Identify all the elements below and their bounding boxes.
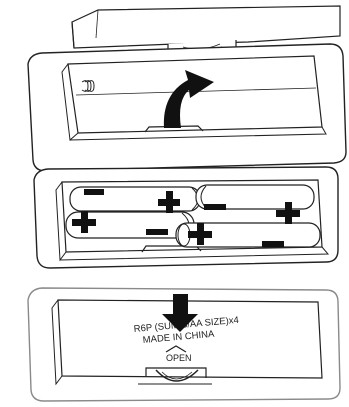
minus-icon <box>204 204 226 210</box>
step-3-cover-closed: R6P (SUM-3/AA SIZE)x4 MADE IN CHINA OPEN <box>28 288 340 401</box>
minus-icon <box>262 241 284 247</box>
step-1-open-compartment <box>28 6 346 171</box>
step-2-batteries-inserted <box>34 167 338 268</box>
minus-icon <box>84 189 104 195</box>
open-label: OPEN <box>166 353 192 363</box>
minus-icon <box>146 229 168 235</box>
